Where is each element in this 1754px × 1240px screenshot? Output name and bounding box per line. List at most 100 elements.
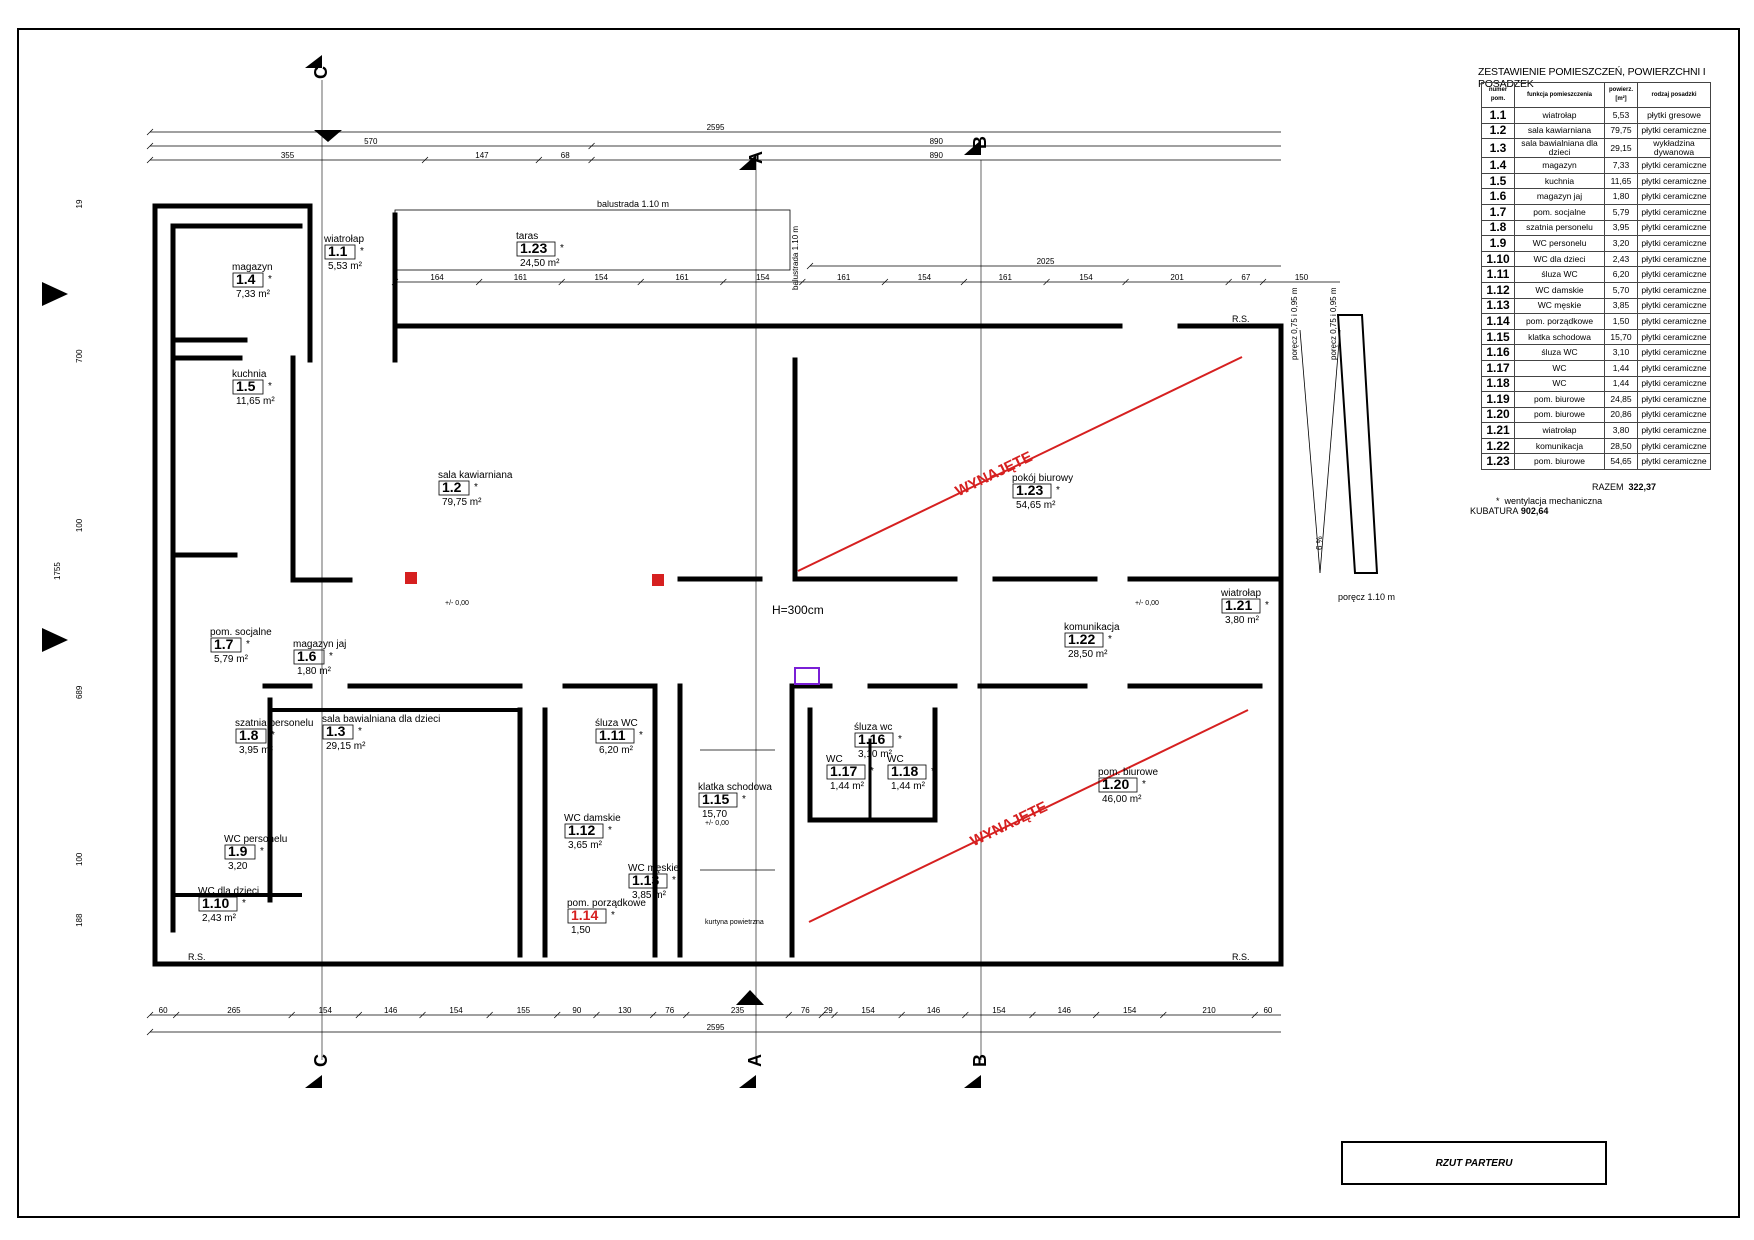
dimension-tick	[960, 278, 968, 286]
floor-type: płytki ceramiczne	[1637, 250, 1711, 268]
room-area: 1,44 m²	[830, 781, 865, 792]
room-number: 1.13	[1481, 297, 1515, 315]
section-arrow-icon	[964, 1075, 981, 1088]
dimension-value: 161	[514, 273, 528, 282]
dimension-value: 29	[824, 1006, 833, 1015]
balustrade-label: balustrada 1.10 m	[597, 199, 669, 209]
room-area: 11,65	[1604, 172, 1638, 190]
room-number-box	[293, 649, 325, 665]
room-name: pom. biurowe	[1098, 767, 1158, 778]
room-number-box	[1064, 632, 1104, 648]
room-number: 1.16	[1481, 344, 1515, 361]
dimension-value: 265	[227, 1006, 241, 1015]
section-label-b: B	[970, 136, 990, 149]
dimension-value: 154	[992, 1006, 1006, 1015]
room-area: 2,43	[1604, 250, 1638, 268]
dimension-value: 155	[517, 1006, 531, 1015]
level-mark: +/- 0,00	[1135, 600, 1159, 607]
room-number-box	[628, 873, 668, 889]
room-area: 1,80	[1604, 188, 1638, 205]
room-area: 29,15 m²	[326, 741, 366, 752]
dimension-tick	[898, 1011, 905, 1019]
room-name: pokój biurowy	[1012, 473, 1073, 484]
room-area: 2,43 m²	[202, 913, 237, 924]
room-area: 7,33	[1604, 157, 1638, 174]
rs-label: R.S.	[1232, 952, 1250, 962]
room-number: 1.23	[1481, 453, 1515, 471]
dimension-tick	[1160, 1011, 1167, 1019]
rented-diagonal	[808, 709, 1249, 923]
dimension-tick	[172, 1011, 180, 1019]
ramp-guide	[1299, 329, 1321, 574]
dimension-value: 355	[281, 151, 295, 160]
room-label: śluza WC1.11*6,20 m²	[595, 718, 643, 756]
dimension-value: 1755	[53, 562, 62, 580]
room-name: WC męskie	[628, 863, 680, 874]
dimension-value: 235	[731, 1006, 745, 1015]
dimension-tick	[637, 278, 644, 286]
dimension-value: 2025	[1037, 257, 1055, 266]
room-number: 1.1	[1481, 107, 1515, 124]
dimension-value: 19	[75, 199, 84, 208]
room-number: 1.8	[1481, 219, 1515, 237]
dimension-value: 100	[75, 852, 84, 866]
ventilation-mark: *	[360, 246, 364, 257]
room-area: 1,44	[1604, 359, 1638, 377]
ventilation-mark: *	[474, 482, 478, 493]
room-number: 1.9	[228, 843, 248, 859]
room-area: 3,85 m²	[632, 890, 667, 901]
ventilation-mark: *	[608, 825, 612, 836]
room-number-box	[224, 844, 256, 860]
room-number-box	[232, 379, 264, 395]
fire-column-icon	[405, 572, 417, 584]
floor-type: płytki ceramiczne	[1637, 235, 1711, 252]
room-number: 1.22	[1481, 437, 1515, 455]
room-area: 20,86	[1604, 406, 1638, 424]
room-number: 1.20	[1102, 776, 1129, 792]
entrance-arrow-icon	[314, 130, 342, 142]
room-area: 3,85	[1604, 297, 1638, 315]
room-number-box	[1012, 483, 1052, 499]
room-number-box	[210, 637, 242, 653]
section-label-b-bottom: B	[970, 1054, 990, 1067]
room-function: WC	[1514, 375, 1605, 393]
room-area: 46,00 m²	[1102, 794, 1142, 805]
room-name: WC	[826, 754, 843, 765]
total-label: RAZEM	[1592, 482, 1624, 492]
dimension-tick	[146, 1028, 154, 1036]
dimension-value: 201	[1170, 273, 1184, 282]
dimension-value: 68	[561, 151, 570, 160]
dimension-tick	[1043, 278, 1050, 286]
room-area: 3,10 m²	[858, 749, 893, 760]
section-label-a: A	[746, 151, 766, 164]
room-number: 1.7	[214, 636, 234, 652]
room-function: pom. biurowe	[1514, 391, 1605, 408]
ventilation-mark: *	[246, 639, 250, 650]
room-function: pom. biurowe	[1514, 406, 1605, 424]
room-function: sala kawiarniana	[1514, 122, 1605, 140]
floor-type: płytki ceramiczne	[1637, 344, 1711, 361]
room-number: 1.4	[236, 271, 256, 287]
room-name: śluza wc	[854, 722, 892, 733]
room-schedule-table: numer pom. funkcja pomieszczenia powierz…	[1481, 82, 1711, 471]
floor-type: płytki ceramiczne	[1637, 297, 1711, 315]
section-arrow-icon	[739, 1075, 756, 1088]
room-name: pom. socjalne	[210, 627, 272, 638]
total-value: 322,37	[1628, 482, 1657, 492]
section-markers: C C A A B B	[42, 55, 990, 1088]
handrail-label: poręcz 0,75 i 0,95 m	[1329, 287, 1338, 360]
room-area: 3,65 m²	[568, 840, 603, 851]
room-function: pom. biurowe	[1514, 453, 1605, 471]
drawing-title: RZUT PARTERU	[1435, 1157, 1513, 1169]
room-number: 1.14	[571, 907, 598, 923]
